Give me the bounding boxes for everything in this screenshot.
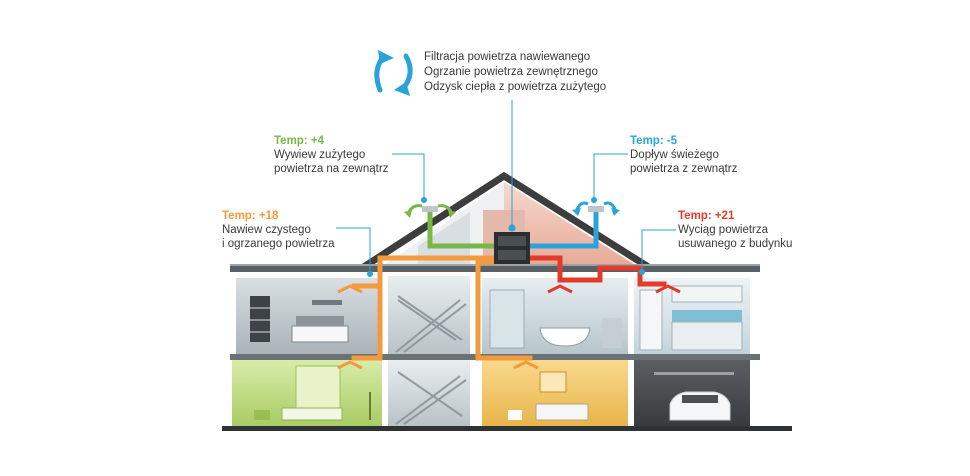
green-wall-panel [295, 365, 341, 411]
supply-temp: Temp: +18 [222, 210, 279, 222]
ground-floor [232, 360, 750, 426]
first-floor [236, 276, 750, 354]
ducts [351, 209, 667, 361]
fresh-vent [572, 201, 620, 216]
upper-eave-top [230, 264, 760, 266]
yellow-sofa [535, 403, 589, 421]
fresh-line1: Dopływ świeżego [630, 149, 719, 161]
feature-heating: Ogrzanie powietrza zewnętrznego [424, 66, 598, 78]
stair-shaft-upper [388, 276, 470, 354]
supply-line2: i ogrzanego powietrza [222, 238, 335, 250]
extract-diffuser-upper-icon [547, 284, 573, 294]
upper-eave [230, 266, 760, 272]
exhaust-line1: Wywiew zużytego [274, 149, 366, 161]
feature-filtration: Filtracja powietrza nawiewanego [424, 51, 591, 63]
stairs-upper [395, 295, 467, 353]
extract-line2: usuwanego z budynku [678, 238, 793, 250]
feature-list: Filtracja powietrza nawiewanego Ogrzanie… [424, 50, 606, 95]
supply-diffuser-lower-left-icon [337, 360, 363, 370]
feature-heat-recovery: Odzysk ciepła z powietrza zużytego [424, 81, 607, 93]
roof-outline [360, 171, 652, 271]
exhaust-vent [404, 204, 456, 218]
wall-frames [539, 371, 567, 393]
kitchen-counter [671, 321, 743, 351]
supply-line1: Nawiew czystego [222, 224, 311, 236]
supply-callout: Temp: +18 Nawiew czystego i ogrzanego po… [222, 209, 335, 251]
exhaust-duct [427, 209, 499, 249]
fridge [639, 289, 663, 351]
green-sofa [281, 407, 343, 421]
extract-line1: Wyciąg powietrza [678, 224, 769, 236]
green-side-table [254, 410, 270, 420]
exhaust-callout: Temp: +4 Wywiew zużytego powietrza na ze… [274, 134, 388, 176]
extract-temp: Temp: +21 [678, 210, 735, 222]
heat-recovery-unit [494, 232, 530, 264]
kitchen-backsplash [672, 310, 742, 322]
exhaust-temp: Temp: +4 [274, 135, 324, 147]
shower-glass [489, 289, 525, 349]
exhaust-line2: powietrza na zewnątrz [274, 163, 389, 175]
wall-shelf [312, 300, 342, 305]
extract-duct [525, 255, 667, 287]
bedroom-window-panes [250, 307, 270, 333]
ground-line [222, 426, 792, 431]
supply-leader [336, 227, 371, 272]
car-windshield [682, 395, 718, 403]
extract-callout: Temp: +21 Wyciąg powietrza usuwanego z b… [678, 209, 792, 251]
fresh-line2: powietrza z zewnątrz [630, 163, 738, 175]
bathroom-cabinet [602, 318, 622, 348]
fresh-leader [593, 153, 628, 198]
kitchen-cabinets-upper [671, 285, 743, 303]
supply-duct [351, 255, 533, 361]
unit-pointer-dot [508, 224, 516, 232]
supply-diffuser-lower-right-icon [513, 360, 539, 370]
extract-diffuser-kitchen-icon [655, 284, 681, 294]
supply-diffuser-upper-icon [337, 284, 363, 294]
garage-light [654, 372, 734, 375]
bed-headboard [296, 316, 344, 326]
attic-stair-shaft [418, 212, 470, 268]
extract-leader [641, 229, 676, 270]
leader-lines [336, 153, 676, 277]
diffusers [337, 284, 681, 370]
exhaust-leader [392, 153, 425, 198]
stairs-lower [395, 371, 467, 425]
fresh-temp: Temp: -5 [630, 135, 678, 147]
bed [291, 325, 349, 343]
fresh-callout: Temp: -5 Dopływ świeżego powietrza z zew… [630, 134, 737, 176]
bathtub [539, 327, 591, 347]
bedroom-window [250, 296, 270, 342]
yellow-side-table [508, 410, 522, 420]
fresh-duct [525, 211, 599, 249]
recycle-arrows-icon [374, 50, 413, 96]
